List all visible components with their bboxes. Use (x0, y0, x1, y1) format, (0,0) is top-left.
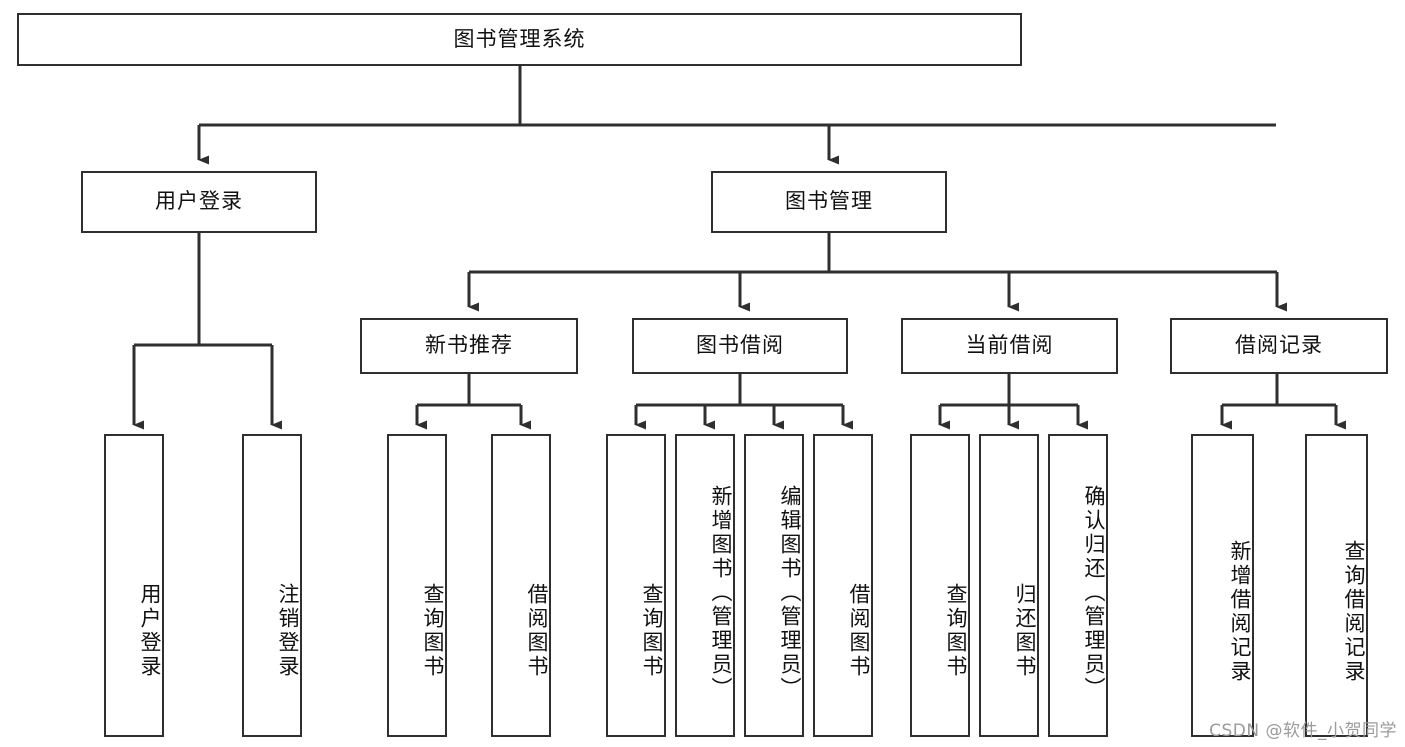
leaf-user-login[interactable]: 用户登录 (104, 434, 164, 737)
leaf-query-record-label: 查询借阅记录 (1342, 539, 1366, 684)
node-current-borrow-label: 当前借阅 (965, 333, 1054, 358)
node-root[interactable]: 图书管理系统 (17, 13, 1022, 66)
leaf-borrow-book-2-label: 借阅图书 (847, 582, 871, 679)
node-new-book-rec[interactable]: 新书推荐 (360, 318, 578, 374)
leaf-query-book-2[interactable]: 查询图书 (606, 434, 666, 737)
leaf-borrow-book-1-label: 借阅图书 (525, 582, 549, 679)
node-book-manage[interactable]: 图书管理 (711, 171, 947, 233)
node-book-manage-label: 图书管理 (785, 189, 873, 214)
leaf-confirm-return[interactable]: 确认归还（管理员） (1048, 434, 1108, 737)
leaf-add-book[interactable]: 新增图书（管理员） (675, 434, 735, 737)
leaf-edit-book[interactable]: 编辑图书（管理员） (744, 434, 804, 737)
leaf-borrow-book-2[interactable]: 借阅图书 (813, 434, 873, 737)
leaf-user-login-label: 用户登录 (138, 582, 162, 679)
leaf-query-record[interactable]: 查询借阅记录 (1305, 434, 1368, 737)
node-user-login[interactable]: 用户登录 (81, 171, 317, 233)
leaf-add-record[interactable]: 新增借阅记录 (1191, 434, 1254, 737)
node-current-borrow[interactable]: 当前借阅 (901, 318, 1118, 374)
leaf-return-book-label: 归还图书 (1013, 582, 1037, 679)
leaf-return-book[interactable]: 归还图书 (979, 434, 1039, 737)
node-borrow-record[interactable]: 借阅记录 (1170, 318, 1388, 374)
leaf-borrow-book-1[interactable]: 借阅图书 (491, 434, 551, 737)
leaf-edit-book-label: 编辑图书（管理员） (778, 484, 802, 701)
leaf-user-logout[interactable]: 注销登录 (242, 434, 302, 737)
node-user-login-label: 用户登录 (155, 189, 243, 214)
node-book-borrow-label: 图书借阅 (696, 333, 784, 358)
node-book-borrow[interactable]: 图书借阅 (632, 318, 848, 374)
leaf-query-book-3[interactable]: 查询图书 (910, 434, 970, 737)
node-root-label: 图书管理系统 (453, 26, 586, 51)
leaf-add-record-label: 新增借阅记录 (1228, 539, 1252, 684)
leaf-query-book-3-label: 查询图书 (944, 582, 968, 679)
leaf-query-book-1[interactable]: 查询图书 (387, 434, 447, 737)
leaf-add-book-label: 新增图书（管理员） (709, 484, 733, 701)
watermark: CSDN @软件_小贺同学 (1209, 721, 1397, 741)
node-new-book-rec-label: 新书推荐 (425, 333, 513, 358)
node-borrow-record-label: 借阅记录 (1235, 333, 1323, 358)
leaf-confirm-return-label: 确认归还（管理员） (1082, 484, 1106, 701)
leaf-user-logout-label: 注销登录 (276, 582, 300, 679)
leaf-query-book-2-label: 查询图书 (640, 582, 664, 679)
leaf-query-book-1-label: 查询图书 (421, 582, 445, 679)
